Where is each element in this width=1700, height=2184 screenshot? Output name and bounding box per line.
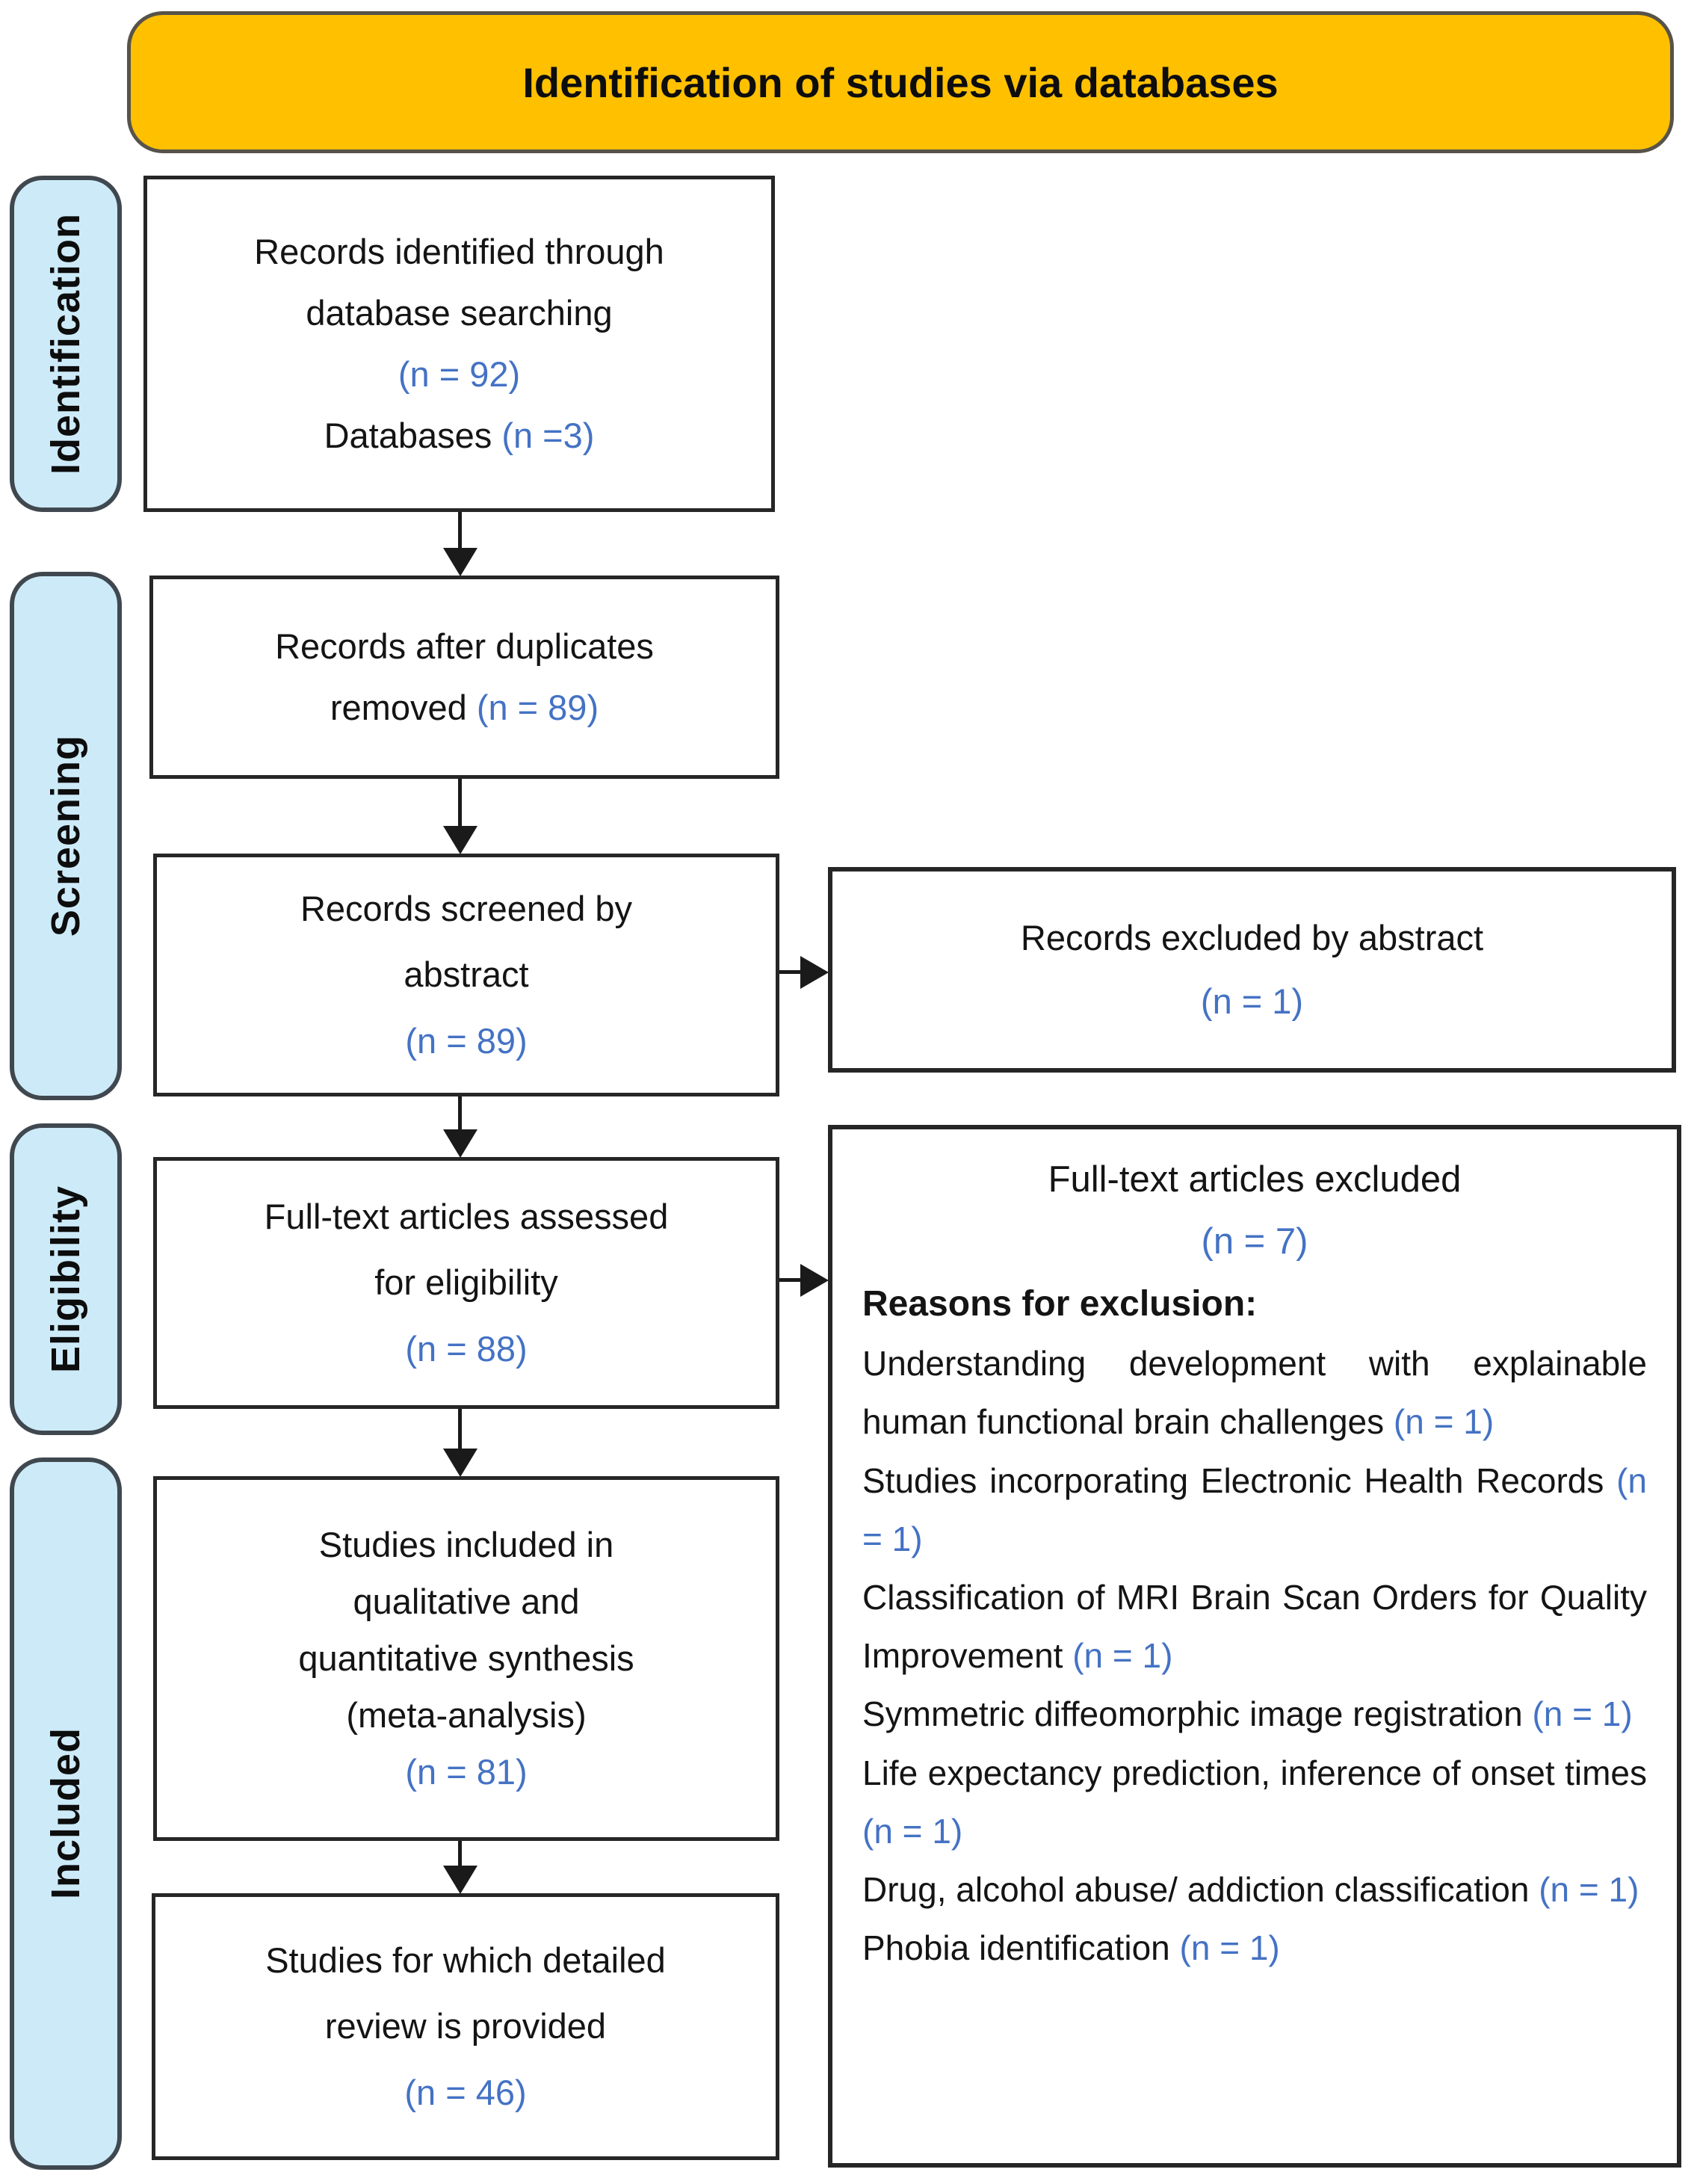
arrow-identified-to-duplicates-line (458, 512, 462, 551)
exclusion-reason-3-text: Classification of MRI Brain Scan Orders … (862, 1577, 1647, 1676)
fulltext-excluded-title: Full-text articles excluded (1048, 1159, 1462, 1200)
arrow-fulltext-to-excluded-fulltext-head (800, 1264, 829, 1297)
arrow-synthesis-to-detailed-line (458, 1841, 462, 1868)
box-detailed-review: Studies for which detailed review is pro… (152, 1893, 779, 2160)
box-fulltext-assessed-line2: for eligibility (374, 1262, 558, 1303)
reasons-for-exclusion-heading: Reasons for exclusion: (862, 1283, 1258, 1324)
arrow-screened-to-fulltext-head (443, 1129, 477, 1158)
exclusion-reason-5: Life expectancy prediction, inference of… (862, 1744, 1647, 1860)
databases-count: (n =3) (501, 415, 595, 455)
stage-label-included: Included (10, 1457, 122, 2170)
box-fulltext-assessed: Full-text articles assessed for eligibil… (153, 1157, 779, 1409)
stage-label-eligibility: Eligibility (10, 1123, 122, 1435)
exclusion-reason-1-count: (n = 1) (1393, 1402, 1495, 1442)
box-records-after-duplicates: Records after duplicates removed (n = 89… (149, 576, 779, 779)
box-fulltext-assessed-count: (n = 88) (405, 1328, 528, 1369)
banner-identification-via-databases: Identification of studies via databases (127, 11, 1674, 153)
box-studies-included-count: (n = 81) (405, 1752, 528, 1792)
arrow-fulltext-to-excluded-fulltext-line (779, 1278, 802, 1282)
exclusion-reason-5-text: Life expectancy prediction, inference of… (862, 1753, 1647, 1792)
arrow-fulltext-to-synthesis-head (443, 1449, 477, 1477)
box-records-identified-line2: database searching (306, 293, 613, 333)
exclusion-reason-7-text: Phobia identification (862, 1928, 1180, 1968)
exclusion-reason-6-count: (n = 1) (1539, 1869, 1639, 1909)
exclusion-reason-2: Studies incorporating Electronic Health … (862, 1452, 1647, 1568)
box-detailed-review-line2: review is provided (324, 2006, 607, 2046)
box-fulltext-assessed-line1: Full-text articles assessed (264, 1196, 669, 1236)
box-records-identified-line1: Records identified through (254, 232, 664, 272)
box-records-excluded-abstract: Records excluded by abstract (n = 1) (828, 867, 1676, 1073)
exclusion-reason-6: Drug, alcohol abuse/ addiction classific… (862, 1860, 1647, 1919)
fulltext-excluded-count: (n = 7) (1201, 1221, 1308, 1262)
exclusion-reason-3: Classification of MRI Brain Scan Orders … (862, 1568, 1647, 1685)
box-records-after-duplicates-line2: removed (n = 89) (330, 677, 599, 738)
exclusion-reason-4-count: (n = 1) (1532, 1694, 1633, 1734)
box-detailed-review-line1: Studies for which detailed (265, 1940, 666, 1980)
box-studies-included-line1: Studies included in (318, 1524, 614, 1564)
box-fulltext-excluded: Full-text articles excluded (n = 7) Reas… (828, 1125, 1681, 2168)
removed-count: (n = 89) (476, 688, 599, 727)
exclusion-reason-7-count: (n = 1) (1179, 1928, 1280, 1968)
arrow-duplicates-to-screened-head (443, 826, 477, 854)
box-records-screened: Records screened by abstract (n = 89) (153, 854, 779, 1096)
exclusion-reason-5-count: (n = 1) (862, 1811, 963, 1851)
removed-label: removed (330, 688, 477, 727)
exclusion-reason-3-count: (n = 1) (1072, 1636, 1173, 1676)
box-studies-included-line3: quantitative synthesis (298, 1638, 634, 1678)
box-records-identified-line4: Databases (n =3) (324, 405, 595, 466)
box-records-identified: Records identified through database sear… (143, 176, 775, 512)
stage-label-screening: Screening (10, 572, 122, 1100)
arrow-duplicates-to-screened-line (458, 779, 462, 828)
exclusion-reason-2-text: Studies incorporating Electronic Health … (862, 1460, 1617, 1500)
banner-title: Identification of studies via databases (522, 58, 1279, 106)
box-records-screened-line2: abstract (404, 954, 529, 995)
box-records-screened-line1: Records screened by (300, 888, 633, 928)
box-studies-included-line4: (meta-analysis) (346, 1695, 587, 1736)
box-records-screened-count: (n = 89) (405, 1020, 528, 1061)
arrow-identified-to-duplicates-head (443, 548, 477, 576)
stage-label-identification-text: Identification (43, 213, 88, 475)
box-studies-included-line2: qualitative and (353, 1581, 580, 1621)
databases-label: Databases (324, 415, 502, 455)
exclusion-reason-1: Understanding development with explainab… (862, 1334, 1647, 1451)
box-records-excluded-abstract-line1: Records excluded by abstract (1020, 917, 1484, 957)
stage-label-included-text: Included (43, 1727, 88, 1900)
stage-label-screening-text: Screening (43, 735, 88, 937)
box-studies-included-synthesis: Studies included in qualitative and quan… (153, 1476, 779, 1841)
arrow-screened-to-excluded-abstract-line (779, 970, 802, 974)
box-detailed-review-count: (n = 46) (404, 2072, 527, 2112)
box-records-after-duplicates-line1: Records after duplicates (275, 626, 654, 667)
exclusion-reason-7: Phobia identification (n = 1) (862, 1919, 1647, 1977)
stage-label-eligibility-text: Eligibility (43, 1185, 88, 1374)
box-records-identified-count: (n = 92) (398, 354, 521, 394)
arrow-fulltext-to-synthesis-line (458, 1409, 462, 1451)
exclusion-reason-6-text: Drug, alcohol abuse/ addiction classific… (862, 1869, 1539, 1909)
arrow-screened-to-fulltext-line (458, 1096, 462, 1132)
exclusion-reason-1-text: Understanding development with explainab… (862, 1344, 1647, 1442)
stage-label-identification: Identification (10, 176, 122, 512)
box-records-excluded-abstract-count: (n = 1) (1200, 981, 1304, 1021)
exclusion-reason-4-text: Symmetric diffeomorphic image registrati… (862, 1694, 1533, 1734)
exclusion-reason-4: Symmetric diffeomorphic image registrati… (862, 1685, 1647, 1743)
exclusion-reason-2-count: (n = 1) (862, 1460, 1647, 1558)
arrow-synthesis-to-detailed-head (443, 1866, 477, 1894)
arrow-screened-to-excluded-abstract-head (800, 956, 829, 989)
